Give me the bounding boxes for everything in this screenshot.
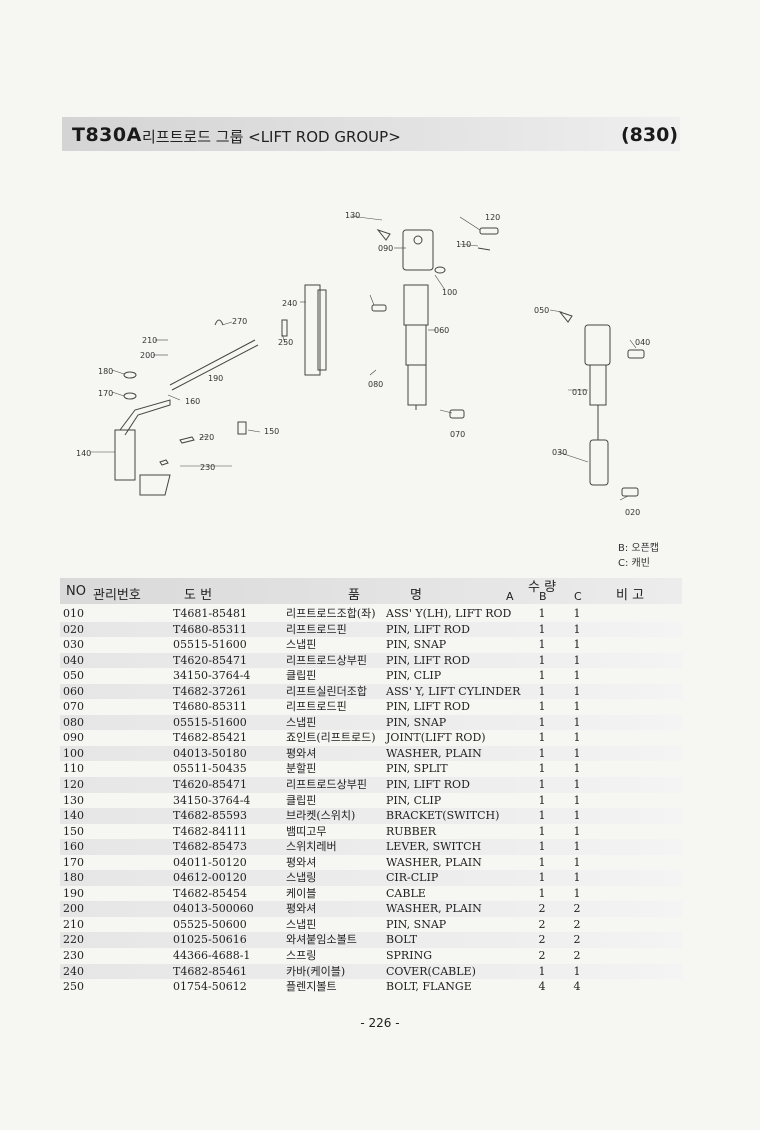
group-title: 리프트로드 그룹 <LIFT ROD GROUP> (142, 128, 401, 146)
col-qty: 수 량 (528, 580, 557, 595)
callout-020: 020 (625, 508, 640, 517)
parts-drawing: 010 020 030 040 050 060 070 080 090 100 … (76, 211, 650, 517)
callout-050: 050 (534, 306, 549, 315)
callout-130: 130 (345, 211, 360, 220)
col-qty-a: A (506, 590, 514, 603)
switch-linkage (114, 319, 259, 496)
callout-010: 010 (572, 388, 587, 397)
callout-090: 090 (378, 244, 393, 253)
callout-060: 060 (434, 326, 449, 335)
callout-160: 160 (185, 397, 200, 406)
page-number: - 226 - (360, 1016, 400, 1030)
callout-180: 180 (98, 367, 113, 376)
callout-170: 170 (98, 389, 113, 398)
callout-140: 140 (76, 449, 91, 458)
model-code: T830A (72, 124, 142, 146)
callout-190: 190 (208, 374, 223, 383)
col-remark: 비 고 (616, 588, 645, 603)
col-no: NO (66, 584, 86, 599)
legend-b: B: 오픈캡 (618, 543, 660, 554)
callout-120: 120 (485, 213, 500, 222)
exploded-parts-diagram: 010 020 030 040 050 060 070 080 090 100 … (60, 200, 680, 530)
leader-lines (90, 215, 637, 501)
col-name-b: 명 (410, 588, 422, 603)
col-name-a: 품 (348, 588, 360, 603)
col-part-no: 도 번 (184, 588, 213, 603)
col-mgmt: 관리번호 (93, 588, 141, 603)
callout-110: 110 (456, 240, 471, 249)
callout-080: 080 (368, 380, 383, 389)
page-code: (830) (621, 124, 679, 146)
callout-070: 070 (450, 430, 465, 439)
callout-210: 210 (142, 336, 157, 345)
col-qty-c: C (574, 590, 582, 603)
callout-220: 220 (199, 433, 214, 442)
cable-cover (281, 284, 327, 376)
callout-030: 030 (552, 448, 567, 457)
callout-240: 240 (282, 299, 297, 308)
header-band (62, 117, 680, 151)
callout-150: 150 (264, 427, 279, 436)
legend-c: C: 캐빈 (618, 558, 650, 569)
callout-040: 040 (635, 338, 650, 347)
callout-230: 230 (200, 463, 215, 472)
col-qty-b: B (539, 590, 547, 603)
callout-270: 270 (232, 317, 247, 326)
lift-rod-assembly (558, 310, 645, 497)
callout-200: 200 (140, 351, 155, 360)
callout-100: 100 (442, 288, 457, 297)
table-header: NO 관리번호 도 번 품 명 수 량 A B C 비 고 (60, 578, 682, 604)
callout-labels: 010 020 030 040 050 060 070 080 090 100 … (76, 211, 650, 517)
lift-cylinder-assembly (371, 227, 499, 419)
legend: B: 오픈캡 C: 캐빈 (618, 541, 659, 571)
callout-250: 250 (278, 338, 293, 347)
